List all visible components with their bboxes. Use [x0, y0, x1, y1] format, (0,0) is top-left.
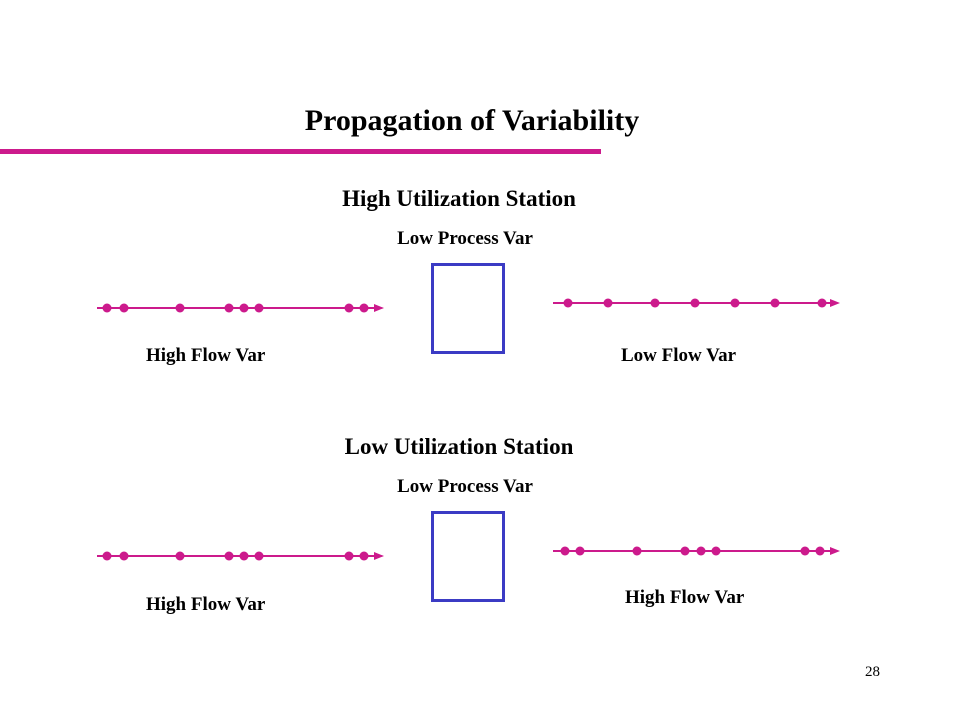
input-flow-high-utilization-arrival-dot-6 [254, 303, 264, 313]
input-flow-low-utilization-arrival-dot-1 [102, 551, 112, 561]
output-flow-high-utilization-arrowhead [830, 299, 840, 307]
process-var-label-high-utilization: Low Process Var [397, 228, 533, 249]
output-flow-high-utilization-arrival-dot-7 [817, 298, 827, 308]
input-flow-low-utilization-arrival-dot-2 [119, 551, 129, 561]
output-flow-high-utilization-arrival-dot-4 [690, 298, 700, 308]
output-flow-low-utilization-arrival-dot-3 [632, 546, 642, 556]
section-heading-high-utilization: High Utilization Station [342, 186, 576, 211]
input-flow-low-utilization-arrival-dot-7 [344, 551, 354, 561]
input-flow-high-utilization-arrival-dot-8 [359, 303, 369, 313]
page-number: 28 [865, 664, 880, 680]
input-flow-low-utilization-arrival-dot-6 [254, 551, 264, 561]
input-flow-low-utilization-arrival-dot-3 [175, 551, 185, 561]
output-flow-low-utilization-arrival-dot-8 [815, 546, 825, 556]
input-flow-high-utilization-arrival-dot-7 [344, 303, 354, 313]
input-flow-high-utilization-arrival-dot-3 [175, 303, 185, 313]
output-flow-low-utilization-arrival-dot-2 [575, 546, 585, 556]
input-flow-high-utilization-arrival-dot-5 [239, 303, 249, 313]
output-flow-high-utilization-arrival-dot-2 [603, 298, 613, 308]
process-var-label-low-utilization: Low Process Var [397, 476, 533, 497]
output-flow-high-utilization-arrival-dot-6 [770, 298, 780, 308]
output-flow-high-utilization-arrival-dot-5 [730, 298, 740, 308]
output-flow-low-utilization-arrival-dot-4 [680, 546, 690, 556]
output-flow-low-utilization-arrowhead [830, 547, 840, 555]
title-underline [0, 149, 601, 154]
input-flow-label-low-utilization: High Flow Var [146, 594, 266, 615]
output-flow-high-utilization-arrival-dot-3 [650, 298, 660, 308]
input-flow-label-high-utilization: High Flow Var [146, 345, 266, 366]
page-title: Propagation of Variability [304, 104, 640, 137]
input-flow-low-utilization-arrowhead [374, 552, 384, 560]
input-flow-high-utilization-arrowhead [374, 304, 384, 312]
output-flow-low-utilization-arrival-dot-5 [696, 546, 706, 556]
input-flow-high-utilization-arrival-dot-2 [119, 303, 129, 313]
output-flow-label-low-utilization: High Flow Var [625, 587, 745, 608]
station-box-low-utilization [431, 511, 505, 602]
section-heading-low-utilization: Low Utilization Station [344, 434, 574, 459]
input-flow-low-utilization-arrival-dot-5 [239, 551, 249, 561]
output-flow-high-utilization-arrival-dot-1 [563, 298, 573, 308]
output-flow-low-utilization-arrival-dot-1 [560, 546, 570, 556]
output-flow-low-utilization-arrival-dot-7 [800, 546, 810, 556]
input-flow-high-utilization-arrival-dot-4 [224, 303, 234, 313]
input-flow-high-utilization-arrival-dot-1 [102, 303, 112, 313]
station-box-high-utilization [431, 263, 505, 354]
output-flow-label-high-utilization: Low Flow Var [621, 345, 737, 366]
input-flow-low-utilization-arrival-dot-8 [359, 551, 369, 561]
input-flow-low-utilization-arrival-dot-4 [224, 551, 234, 561]
output-flow-low-utilization-arrival-dot-6 [711, 546, 721, 556]
